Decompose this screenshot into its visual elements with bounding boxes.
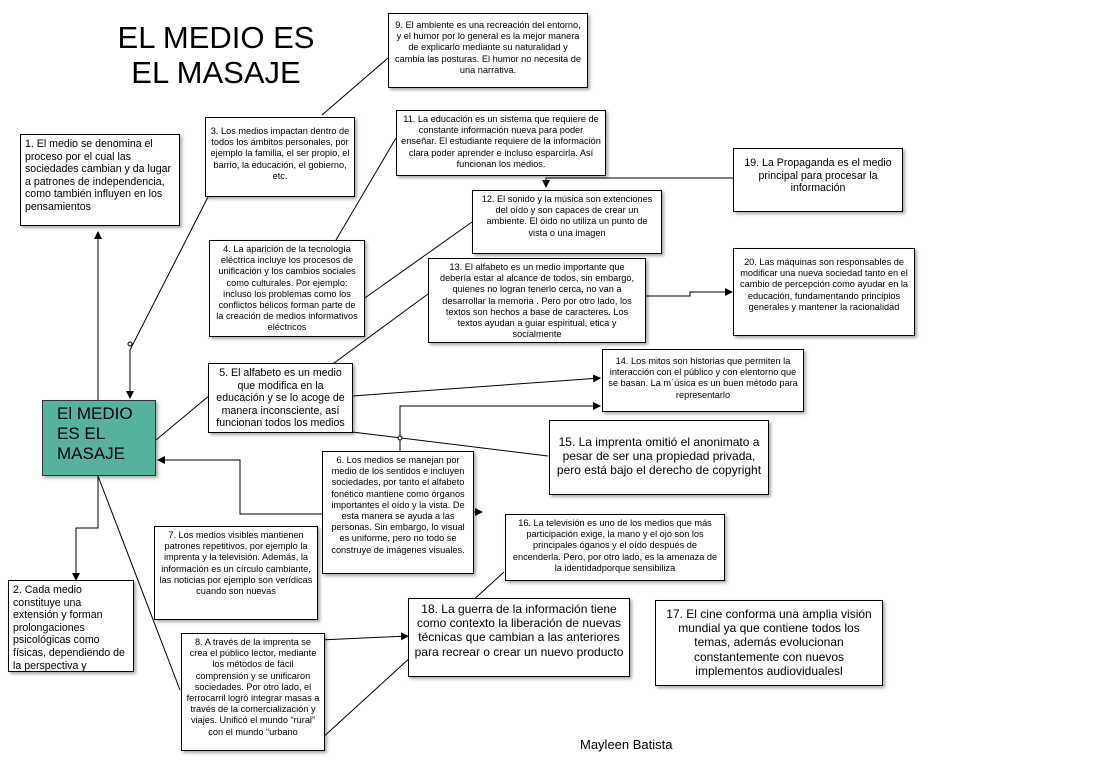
node-16[interactable]: 16. La televisión es uno de los medios q… [505, 514, 725, 581]
node-11[interactable]: 11. La educación es un sistema que requi… [396, 110, 606, 176]
link-n3-center [126, 196, 209, 399]
node-5[interactable]: 5. El alfabeto es un medio que modifica … [208, 363, 353, 433]
node-14[interactable]: 14. Los mitos son historias que permiten… [602, 349, 804, 412]
link-n6-center [157, 456, 322, 515]
link-n4-n11 [335, 137, 397, 241]
node-15[interactable]: 15. La imprenta omitió el anonimato a pe… [549, 420, 769, 495]
node-1[interactable]: 1. El medio se denomina el proceso por e… [20, 134, 180, 226]
link-n5-n14 [351, 374, 601, 397]
link-n13-n20 [646, 288, 733, 297]
link-n19-n12 [542, 177, 734, 188]
node-8[interactable]: 8. A través de la imprenta se crea el pú… [181, 633, 325, 751]
link-n4-n12 [361, 221, 473, 301]
link-n8-n18 [319, 632, 409, 641]
node-2[interactable]: 2. Cada medio constituye una extensión y… [8, 580, 134, 672]
author-name: Mayleen Batista [580, 737, 673, 752]
node-6[interactable]: 6. Los medios se manejan por medio de lo… [322, 451, 474, 574]
page-title: EL MEDIO ES EL MASAJE [117, 20, 315, 90]
node-3[interactable]: 3. Los medios impactan dentro de todos l… [205, 117, 355, 197]
node-20[interactable]: 20. Las máquinas son responsables de mod… [733, 248, 915, 336]
link-n3-n9 [321, 57, 389, 116]
node-17[interactable]: 17. El cine conforma una amplia visión m… [655, 600, 883, 686]
link-n5-center [155, 394, 211, 441]
node-9[interactable]: 9. El ambiente es una recreación del ent… [388, 13, 588, 88]
node-4[interactable]: 4. La aparición de la tecnología eléctri… [209, 240, 365, 337]
node-19[interactable]: 19. La Propaganda es el medio principal … [733, 148, 903, 212]
node-13[interactable]: 13. El alfabeto es un medio importante q… [428, 258, 646, 343]
link-center-n2 [72, 476, 99, 581]
node-7[interactable]: 7. Los medios visibles mantienen patrone… [154, 526, 318, 620]
center-topic-node[interactable]: El MEDIO ES EL MASAJE [42, 400, 156, 476]
node-18[interactable]: 18. La guerra de la información tiene co… [408, 598, 630, 677]
node-12[interactable]: 12. El sonido y la música son extencione… [472, 190, 662, 254]
link-n5-n15 [351, 431, 549, 457]
link-center-n8 [97, 475, 181, 691]
link-n5-n13 [329, 293, 429, 367]
